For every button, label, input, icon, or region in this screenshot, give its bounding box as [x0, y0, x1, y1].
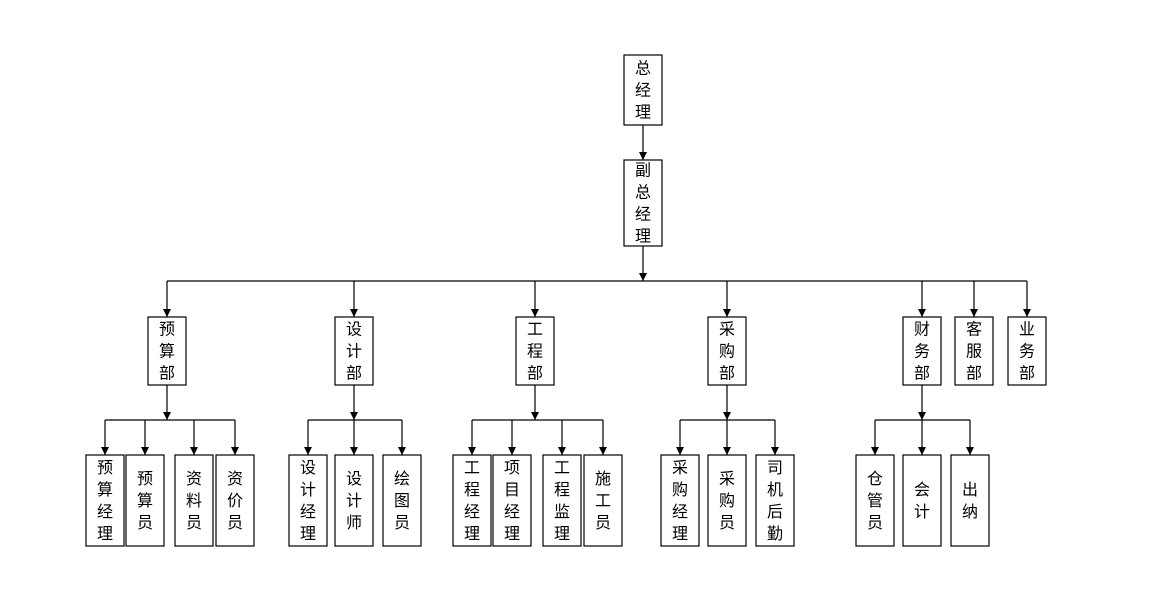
org-node-label: 会计 — [914, 480, 930, 521]
org-node-frame — [950, 454, 990, 547]
org-node-label: 资价员 — [227, 469, 243, 532]
org-node-label: 出纳 — [962, 480, 978, 521]
org-node-frame — [902, 454, 942, 547]
org-node-box: 采购经理 — [660, 454, 700, 547]
org-node-frame — [147, 316, 187, 386]
org-node-box: 设计师 — [334, 454, 374, 547]
org-node-frame — [125, 454, 165, 547]
org-node-label: 工程经理 — [464, 458, 480, 543]
org-node-box: 资价员 — [215, 454, 255, 547]
org-node-box: 工程监理 — [542, 454, 582, 547]
org-node-label: 工程监理 — [554, 458, 570, 543]
org-node-label: 预算经理 — [97, 458, 113, 543]
org-node-frame — [288, 454, 328, 547]
org-node-box: 预算经理 — [85, 454, 125, 547]
org-node-box: 客服部 — [954, 316, 994, 386]
org-node-frame — [334, 454, 374, 547]
org-node-box: 资料员 — [174, 454, 214, 547]
org-node-frame — [492, 454, 532, 547]
org-node-box: 施工员 — [583, 454, 623, 547]
org-node-label: 预算部 — [159, 320, 175, 383]
org-node-frame — [85, 454, 125, 547]
org-node-box: 财务部 — [902, 316, 942, 386]
org-node-label: 副总经理 — [635, 161, 651, 246]
org-node-frame — [623, 54, 663, 126]
org-node-frame — [583, 454, 623, 547]
org-node-label: 设计部 — [346, 320, 362, 383]
org-node-box: 预算员 — [125, 454, 165, 547]
org-node-frame — [954, 316, 994, 386]
org-node-label: 设计师 — [346, 469, 362, 532]
org-node-label: 施工员 — [595, 469, 611, 532]
org-node-box: 司机后勤 — [755, 454, 795, 547]
org-node-frame — [334, 316, 374, 386]
org-node-label: 业务部 — [1019, 320, 1035, 383]
org-node-frame — [174, 454, 214, 547]
org-node-box: 会计 — [902, 454, 942, 547]
org-node-box: 工程部 — [515, 316, 555, 386]
org-node-frame — [515, 316, 555, 386]
org-node-label: 绘图员 — [394, 469, 410, 532]
org-node-label: 工程部 — [527, 320, 543, 383]
org-node-frame — [382, 454, 422, 547]
org-node-label: 设计经理 — [300, 458, 316, 543]
org-node-label: 预算员 — [137, 469, 153, 532]
org-node-label: 司机后勤 — [767, 458, 783, 543]
org-node-label: 资料员 — [186, 469, 202, 532]
org-node-box: 仓管员 — [855, 454, 895, 547]
org-node-label: 财务部 — [914, 320, 930, 383]
org-node-box: 副总经理 — [623, 159, 663, 247]
org-node-label: 仓管员 — [867, 469, 883, 532]
org-node-frame — [452, 454, 492, 547]
org-node-frame — [1007, 316, 1047, 386]
org-node-label: 采购经理 — [672, 458, 688, 543]
org-node-frame — [707, 316, 747, 386]
org-node-frame — [623, 159, 663, 247]
org-node-box: 业务部 — [1007, 316, 1047, 386]
org-node-label: 采购部 — [719, 320, 735, 383]
org-node-box: 工程经理 — [452, 454, 492, 547]
org-node-frame — [902, 316, 942, 386]
org-node-frame — [707, 454, 747, 547]
org-node-box: 设计部 — [334, 316, 374, 386]
org-node-box: 项目经理 — [492, 454, 532, 547]
org-node-box: 绘图员 — [382, 454, 422, 547]
org-node-frame — [660, 454, 700, 547]
org-node-box: 出纳 — [950, 454, 990, 547]
org-node-label: 客服部 — [966, 320, 982, 383]
org-node-box: 预算部 — [147, 316, 187, 386]
org-node-frame — [215, 454, 255, 547]
org-node-label: 总经理 — [635, 59, 651, 122]
org-node-frame — [542, 454, 582, 547]
org-node-box: 总经理 — [623, 54, 663, 126]
org-node-frame — [855, 454, 895, 547]
org-node-label: 采购员 — [719, 469, 735, 532]
org-node-frame — [755, 454, 795, 547]
org-node-box: 采购部 — [707, 316, 747, 386]
org-node-box: 设计经理 — [288, 454, 328, 547]
org-node-box: 采购员 — [707, 454, 747, 547]
org-node-label: 项目经理 — [504, 458, 520, 543]
